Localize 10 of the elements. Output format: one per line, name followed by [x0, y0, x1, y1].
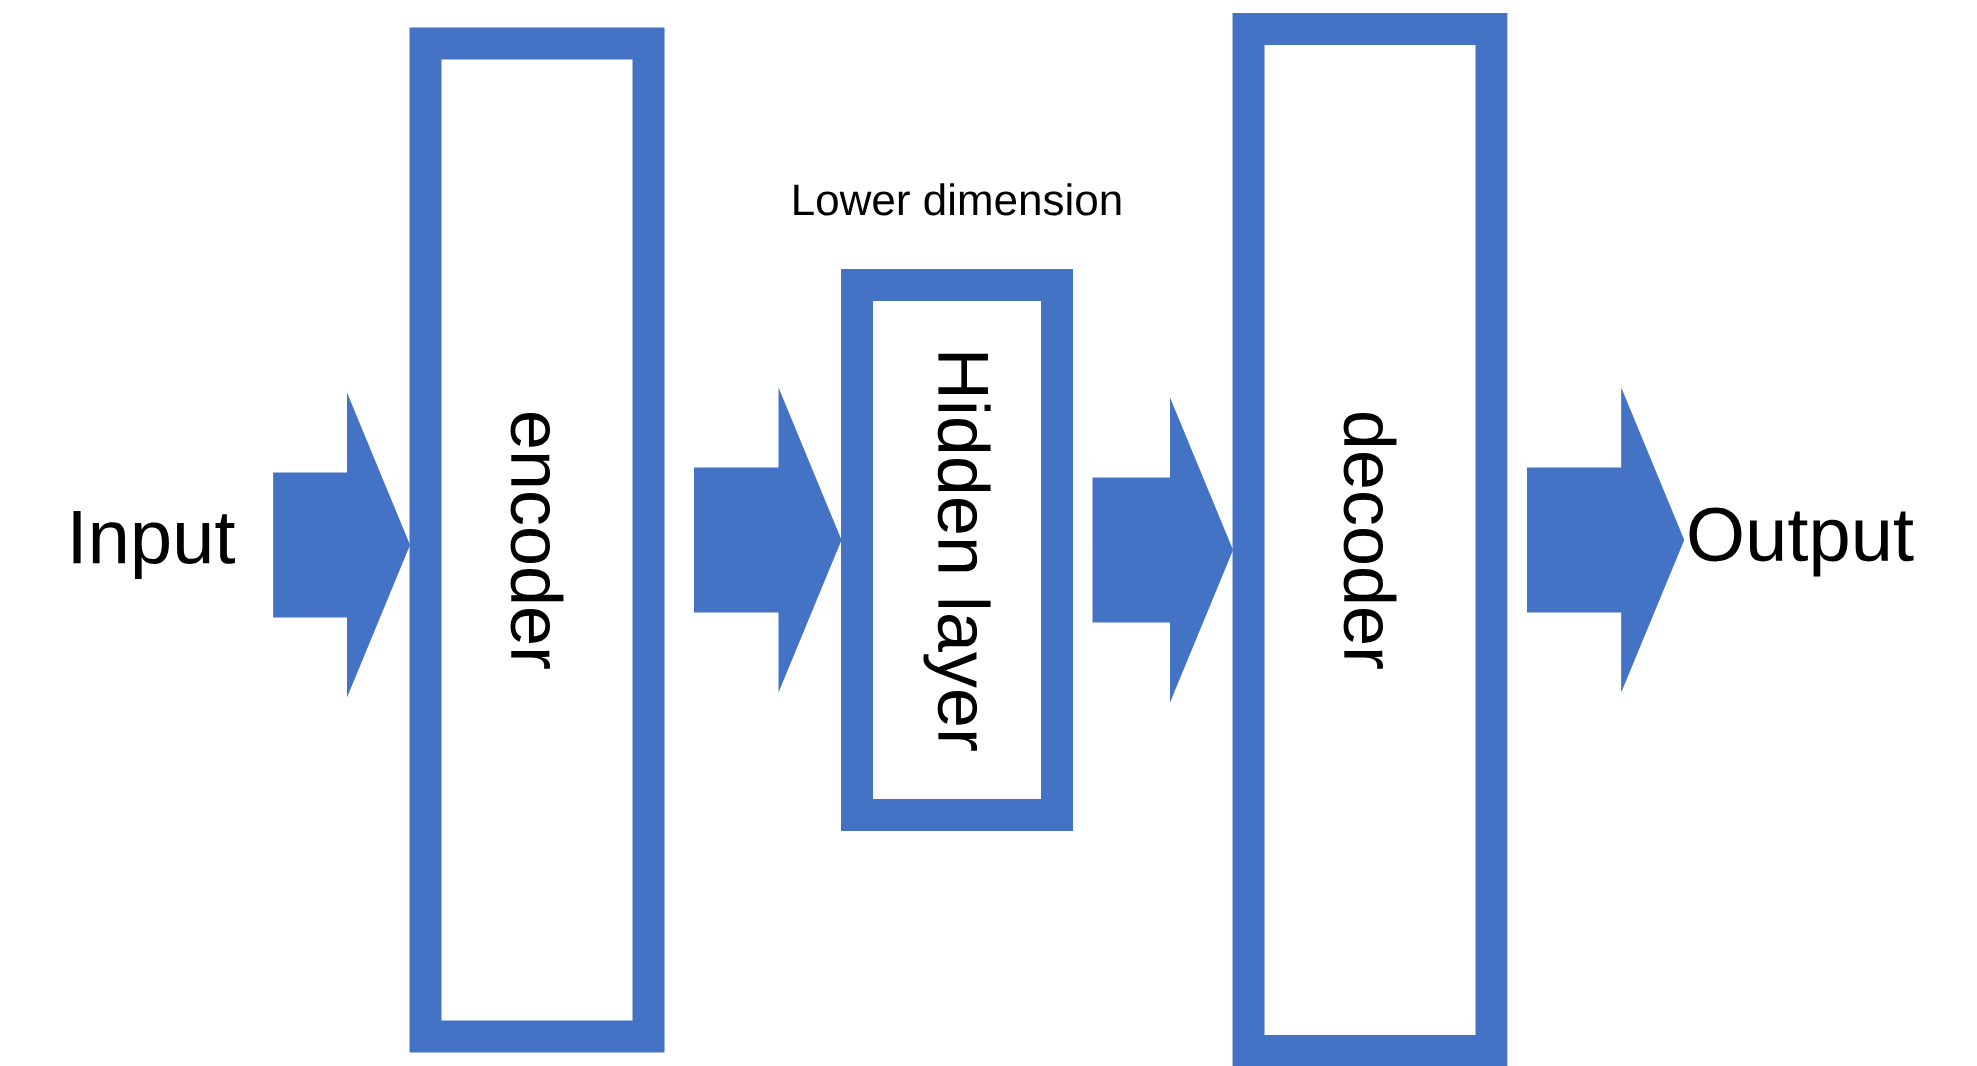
text-label: Input [73, 511, 235, 580]
vertical-text-box: Hidden layer [841, 269, 1073, 831]
block-arrow [1527, 389, 1685, 691]
text-label: Output [1689, 507, 1914, 577]
block-arrow [1092, 399, 1233, 701]
vertical-text-box: decoder [1232, 13, 1508, 1066]
block-arrow [694, 389, 842, 691]
block-arrow [273, 394, 410, 696]
vertical-text-box: encoder [409, 27, 665, 1053]
caption-text: Lower dimension [794, 183, 1121, 216]
